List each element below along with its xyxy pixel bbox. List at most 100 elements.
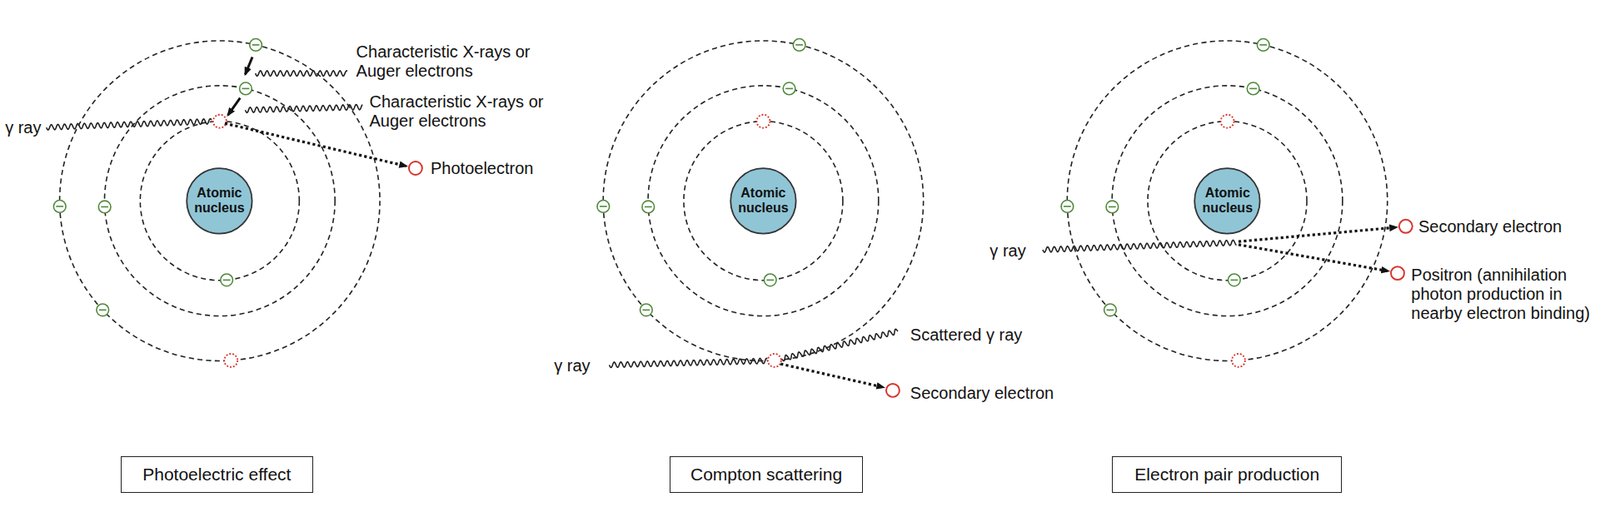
nucleus-label: Atomic nucleus	[185, 185, 254, 216]
electron-minus	[242, 88, 250, 90]
electron-minus	[1259, 44, 1267, 46]
electron-vacancy	[213, 114, 227, 129]
electron-circle	[1061, 200, 1074, 214]
panel-title: Electron pair production	[1134, 464, 1320, 485]
annotation-label: γ ray	[553, 355, 590, 375]
electron-shell	[683, 121, 843, 281]
electron-shell	[1066, 40, 1387, 361]
electron-circle	[1246, 82, 1260, 95]
annotation-label: γ ray	[989, 241, 1026, 261]
electron-vacancy	[756, 114, 770, 129]
node-text-wrap: Atomic nucleus	[1193, 167, 1262, 235]
electron-minus	[223, 279, 231, 282]
panel-title: Photoelectric effect	[142, 464, 291, 485]
electron-minus	[252, 44, 260, 46]
electron-circle	[96, 304, 110, 317]
electron-minus	[1230, 279, 1238, 282]
electron-circle	[98, 200, 111, 214]
annotation-label: Characteristic X-rays or Auger electrons	[356, 42, 544, 81]
particle-path	[1238, 244, 1389, 272]
electron-vacancy	[1221, 114, 1235, 129]
electron-vacancy	[224, 353, 238, 368]
annotation-label: Positron (annihilation photon production…	[1410, 264, 1599, 323]
electron-circle	[53, 200, 66, 214]
annotation-label: Secondary electron	[910, 383, 1054, 403]
annotation-label: Photoelectron	[430, 159, 534, 179]
emitted-particle	[408, 161, 423, 175]
electron-circle	[1106, 200, 1119, 214]
electron-symbol	[1104, 304, 1117, 317]
electron-symbol	[782, 82, 796, 95]
electron-minus	[100, 206, 109, 209]
electron-minus	[785, 88, 793, 90]
photon-wave	[781, 328, 898, 361]
nucleus-label: Atomic nucleus	[1193, 185, 1262, 216]
photon-wave	[244, 104, 363, 114]
electron-shell	[1147, 121, 1307, 281]
electron-circle	[763, 274, 777, 287]
electron-circle	[239, 82, 253, 95]
particle-path	[1238, 227, 1397, 242]
electron-symbol	[1246, 82, 1260, 95]
electron-symbol	[597, 200, 610, 214]
photon-wave	[609, 358, 768, 368]
electron-symbol	[96, 304, 110, 317]
electron-symbol	[642, 200, 655, 214]
electron-vacancy	[767, 353, 782, 368]
electron-symbol	[639, 304, 653, 317]
electron-minus	[642, 309, 650, 312]
electron-minus	[766, 279, 774, 282]
atomic-nucleus: Atomic nucleus	[729, 167, 798, 235]
electron-minus	[55, 205, 64, 208]
caption-box: Compton scattering	[669, 456, 864, 494]
electron-shell	[647, 85, 879, 317]
electron-shell	[59, 40, 380, 361]
annotation-label: Scattered γ ray	[910, 324, 1023, 344]
electron-symbol	[1256, 39, 1270, 52]
electron-symbol	[249, 39, 263, 52]
electron-symbol	[53, 200, 66, 214]
electron-minus	[795, 44, 803, 46]
node-text-wrap: Electron pair production	[1112, 457, 1341, 493]
electron-symbol	[1227, 274, 1241, 287]
electron-minus	[99, 309, 107, 312]
caption-box: Electron pair production	[1111, 456, 1342, 494]
electron-shell	[139, 121, 300, 281]
electron-symbol	[98, 200, 111, 214]
caption-box: Photoelectric effect	[120, 456, 315, 494]
electron-minus	[1106, 309, 1115, 312]
annotation-label: Secondary electron	[1418, 216, 1562, 236]
electron-circle	[1104, 304, 1117, 317]
electron-circle	[1227, 274, 1241, 287]
electron-circle	[642, 200, 655, 214]
node-text-wrap: Atomic nucleus	[729, 167, 798, 235]
annotation-label: Characteristic X-rays or Auger electrons	[368, 92, 557, 131]
electron-minus	[644, 206, 653, 209]
photon-wave	[46, 119, 212, 131]
electron-minus	[1108, 206, 1117, 209]
electron-shell	[1111, 85, 1343, 317]
emitted-particle	[886, 383, 900, 398]
emitted-particle	[1399, 219, 1413, 234]
electron-shell	[104, 85, 335, 317]
electron-circle	[1256, 39, 1270, 52]
electron-circle	[782, 82, 796, 95]
electron-circle	[792, 39, 806, 52]
electron-shell	[603, 40, 923, 361]
photon-wave	[1042, 239, 1237, 253]
electron-symbol	[220, 274, 234, 287]
annotation-label: γ ray	[4, 118, 41, 138]
nucleus-label: Atomic nucleus	[729, 185, 798, 216]
electron-vacancy	[1231, 353, 1246, 368]
atomic-nucleus: Atomic nucleus	[1193, 167, 1262, 235]
emitted-particle	[1390, 266, 1405, 280]
particle-path	[224, 123, 407, 166]
electron-symbol	[792, 39, 806, 52]
node-text-wrap: Atomic nucleus	[185, 167, 254, 235]
electron-symbol	[763, 274, 777, 287]
electron-circle	[597, 200, 610, 214]
node-text-wrap: Compton scattering	[670, 457, 863, 493]
panel-title: Compton scattering	[690, 464, 843, 485]
